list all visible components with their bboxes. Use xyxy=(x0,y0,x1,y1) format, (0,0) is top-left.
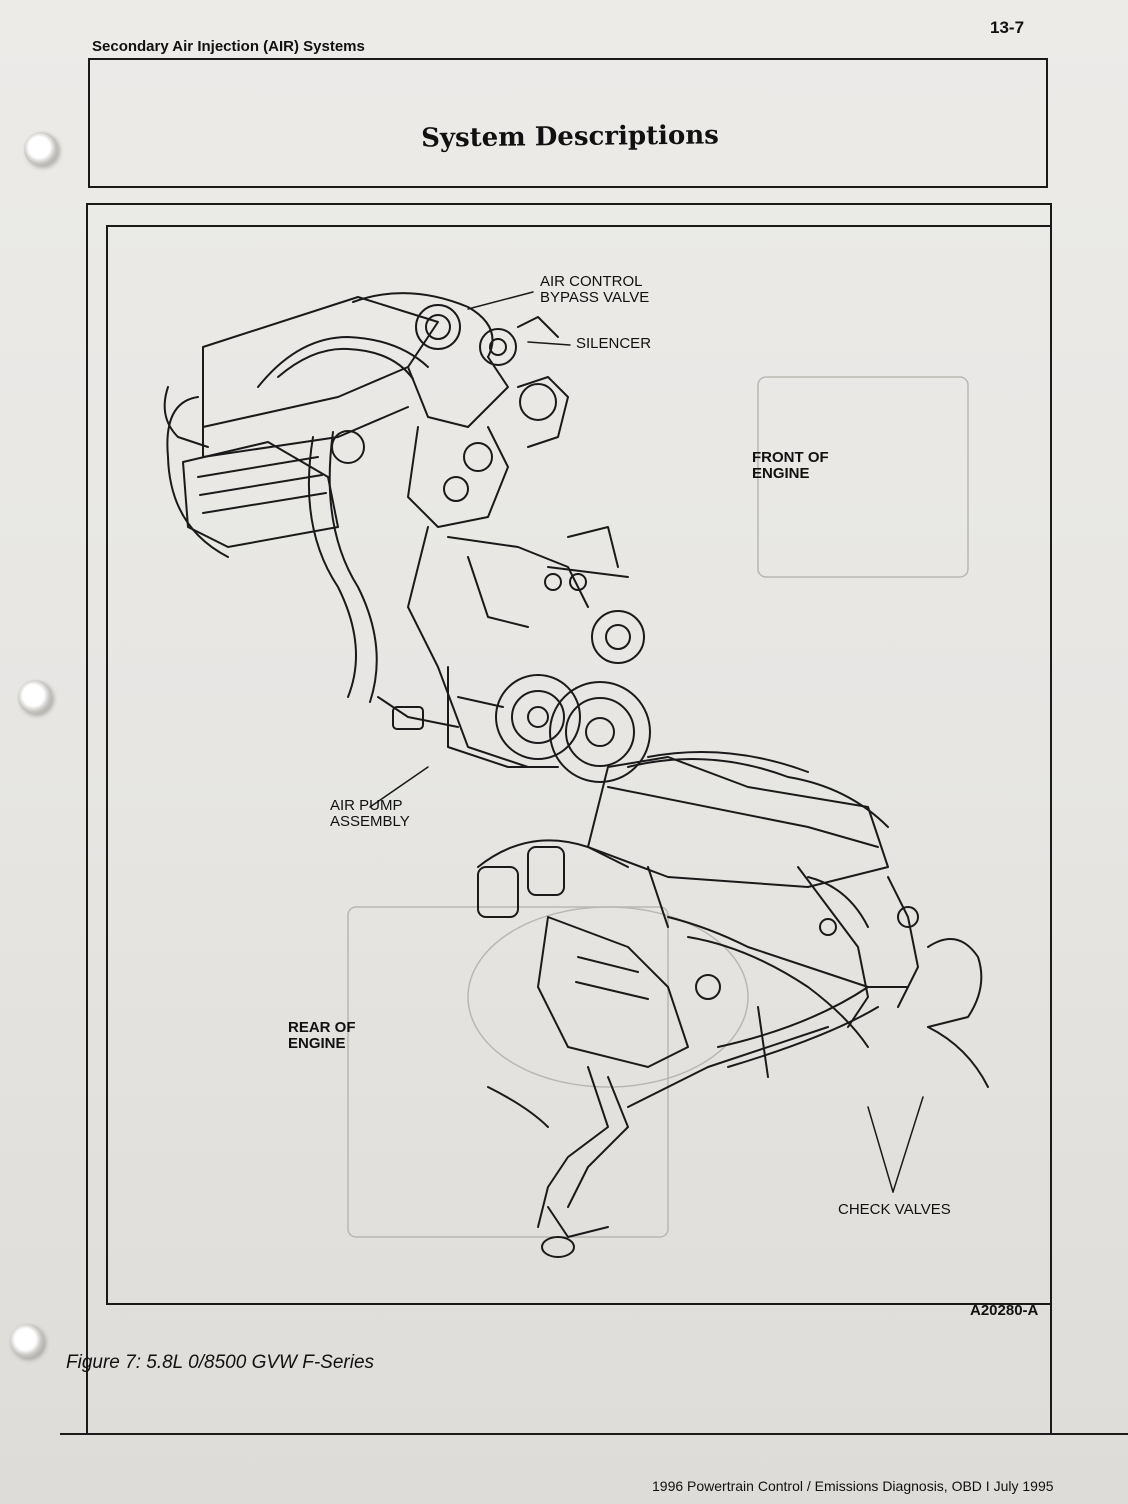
page-number: 13-7 xyxy=(990,18,1025,37)
page-title: System Descriptions xyxy=(420,120,720,154)
silencer-label: SILENCER xyxy=(576,335,652,352)
upper-engine-drawing xyxy=(163,292,651,783)
callout-line: AIR CONTROL xyxy=(540,273,643,290)
callout-line: ENGINE xyxy=(288,1035,346,1052)
figure-caption: Figure 7: 5.8L 0/8500 GVW F-Series xyxy=(66,1352,375,1373)
footer-rule xyxy=(60,1433,1128,1435)
callout-line: BYPASS VALVE xyxy=(540,289,650,306)
callout-line: ASSEMBLY xyxy=(330,813,410,830)
binder-ring-icon xyxy=(10,1324,44,1358)
binder-ring-icon xyxy=(24,132,58,166)
engine-illustration xyxy=(163,291,989,1258)
title-box: System Descriptions xyxy=(88,58,1048,188)
leader-lines xyxy=(369,291,924,1193)
figure-frame xyxy=(106,225,1052,1305)
figure-id: A20280-A xyxy=(970,1302,1039,1319)
callout-line: REAR OF xyxy=(288,1019,356,1036)
binder-ring-icon xyxy=(18,680,52,714)
front-of-engine-label: FRONT OF ENGINE xyxy=(752,450,829,482)
callout-line: AIR PUMP xyxy=(330,797,403,814)
callout-line: FRONT OF xyxy=(752,449,829,466)
callout-line: ENGINE xyxy=(752,465,810,482)
lower-engine-drawing xyxy=(477,751,989,1258)
air-pump-assembly-label: AIR PUMP ASSEMBLY xyxy=(330,798,410,830)
air-control-bypass-valve-label: AIR CONTROL BYPASS VALVE xyxy=(540,274,649,306)
rear-of-engine-label: REAR OF ENGINE xyxy=(288,1020,356,1052)
faint-bleedthrough xyxy=(347,376,969,1238)
page-footer: 1996 Powertrain Control / Emissions Diag… xyxy=(652,1478,1054,1494)
section-title: Secondary Air Injection (AIR) Systems xyxy=(92,38,365,55)
check-valves-label: CHECK VALVES xyxy=(838,1201,951,1218)
